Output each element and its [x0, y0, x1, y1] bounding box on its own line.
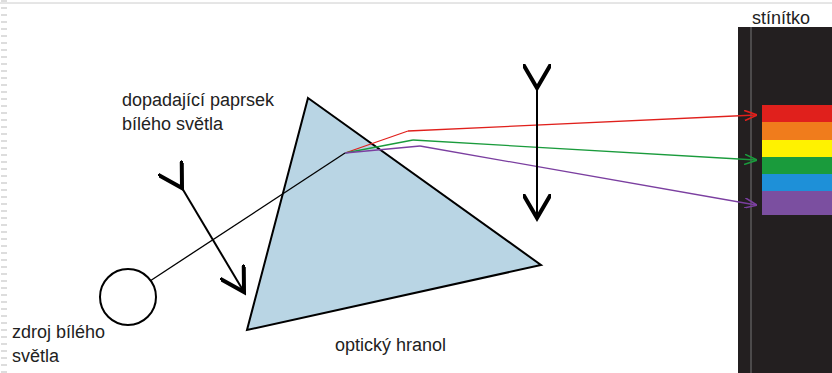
side-rule [1, 0, 7, 373]
light-source [100, 269, 156, 325]
screen-edge [751, 27, 752, 373]
double-arrow [536, 88, 538, 218]
band-green [762, 157, 832, 174]
band-orange [762, 122, 832, 140]
source-label: zdroj bílého světla [12, 320, 142, 368]
double-arrow [182, 188, 244, 292]
ray-red [408, 115, 756, 131]
ray-violet [420, 146, 756, 205]
screen-label: stínítko [752, 6, 830, 30]
band-yellow [762, 140, 832, 157]
screen [738, 27, 832, 373]
ray-green [413, 140, 756, 160]
band-blue [762, 174, 832, 191]
top-rule [0, 3, 832, 4]
ray-label: dopadající paprsek bílého světla [122, 88, 322, 136]
ray-green-inside [345, 140, 413, 153]
band-violet [762, 191, 832, 215]
incident-ray [150, 153, 345, 281]
band-red [762, 105, 832, 122]
prism [247, 98, 541, 330]
ray-violet-inside [345, 146, 420, 153]
prism-label: optický hranol [335, 333, 535, 357]
